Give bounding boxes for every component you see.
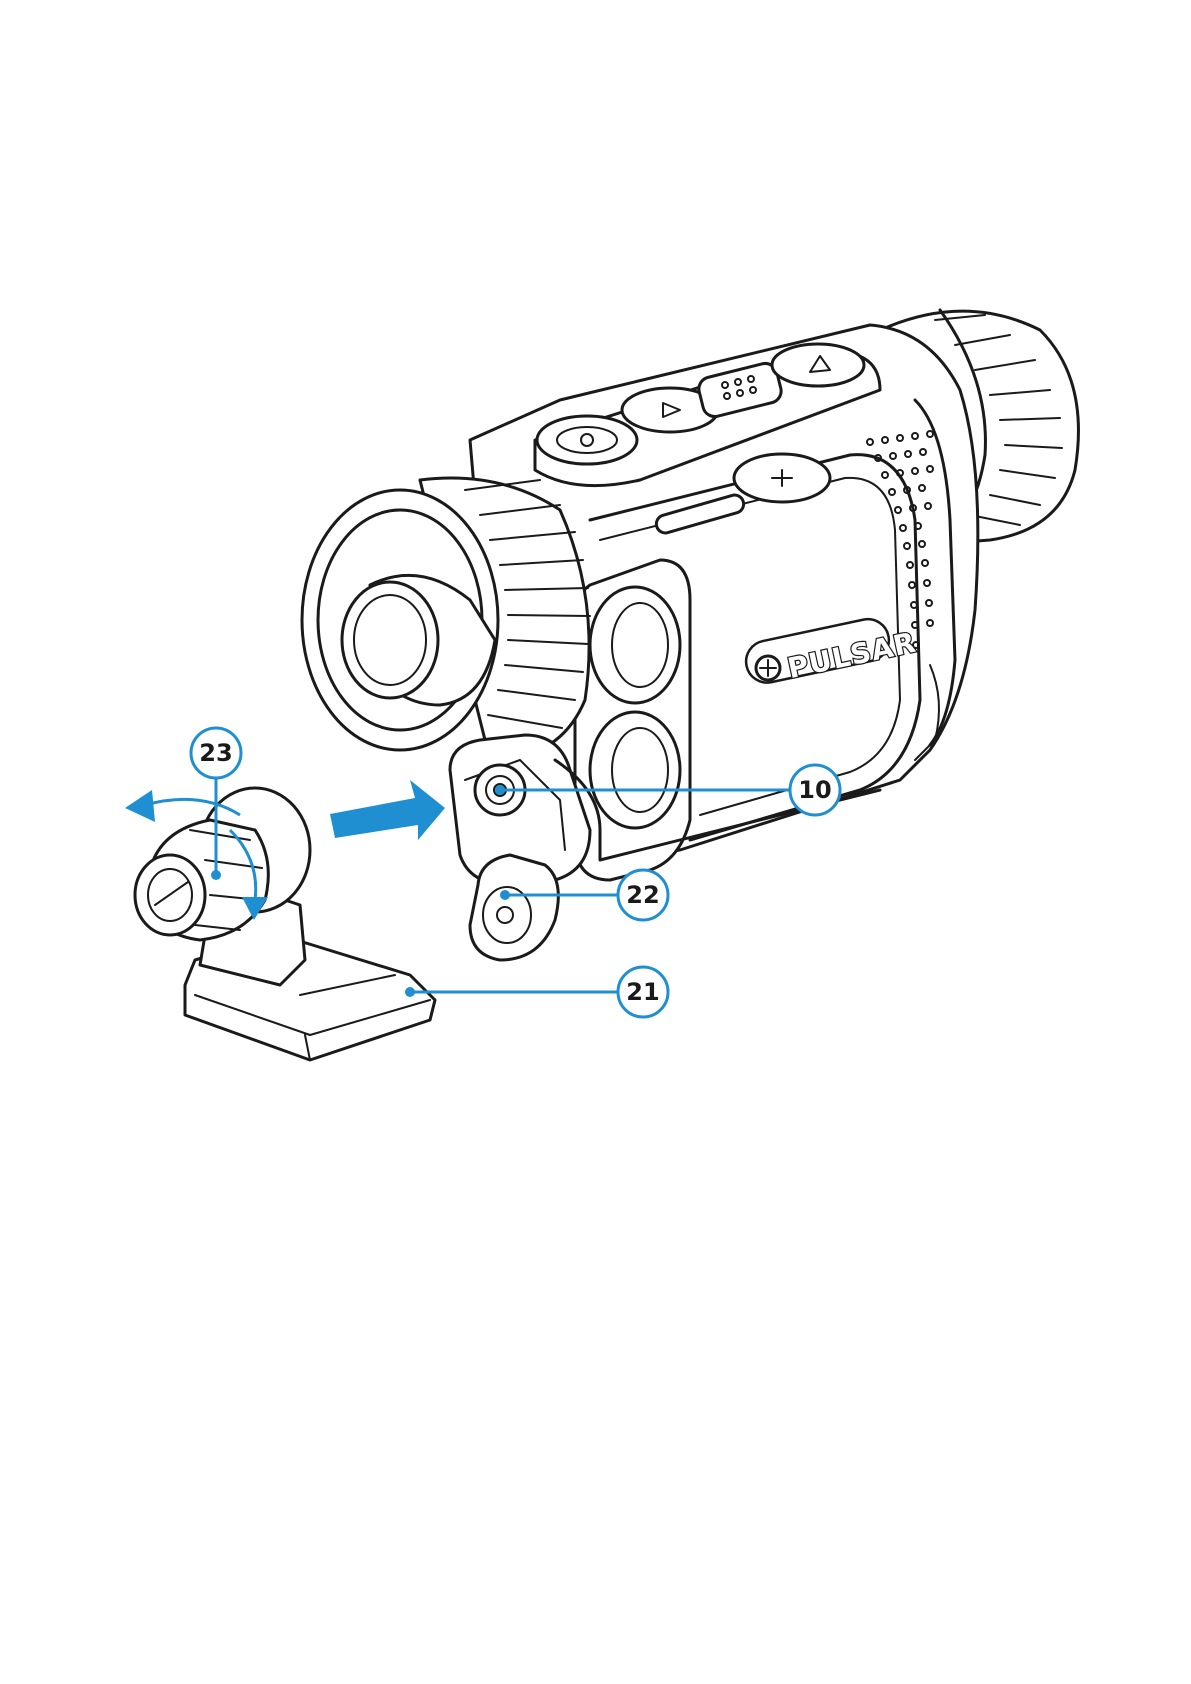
callout-label: 23 bbox=[199, 739, 232, 767]
insert-direction-arrow-icon bbox=[330, 780, 445, 840]
arrow-up-button-icon bbox=[772, 344, 864, 386]
callout-label: 22 bbox=[626, 881, 659, 909]
power-button-icon bbox=[537, 416, 637, 464]
callout-21: 21 bbox=[405, 967, 668, 1017]
callout-label: 10 bbox=[798, 776, 831, 804]
callout-label: 21 bbox=[626, 978, 659, 1006]
objective-lens bbox=[302, 478, 590, 760]
rangefinder-windows bbox=[575, 560, 690, 880]
thermal-rangefinder-device: PULSAR bbox=[302, 310, 1078, 960]
lanyard-hook bbox=[470, 855, 558, 960]
mount-screw-knob bbox=[135, 820, 268, 940]
